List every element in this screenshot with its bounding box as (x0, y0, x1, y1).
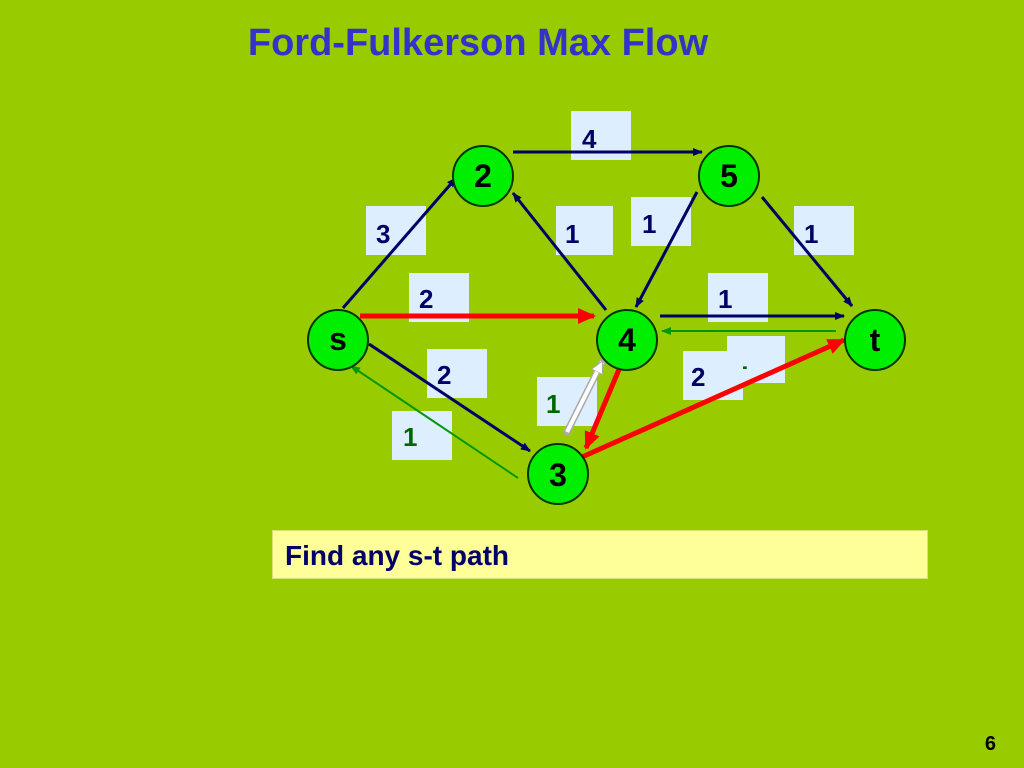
instruction-note: Find any s-t path (272, 530, 928, 579)
svg-text:1: 1 (565, 219, 579, 249)
svg-text:3: 3 (549, 457, 567, 493)
svg-text:2: 2 (437, 360, 451, 390)
svg-text:4: 4 (618, 322, 636, 358)
svg-text:1: 1 (403, 422, 417, 452)
residual-edge-3-4-inner (565, 362, 604, 433)
edge-label-4-t: 1 (708, 273, 768, 322)
svg-text:3: 3 (376, 219, 390, 249)
svg-text:1: 1 (642, 209, 656, 239)
svg-text:s: s (329, 321, 347, 357)
svg-text:t: t (870, 322, 881, 358)
augmenting-edge-4-3 (583, 366, 623, 450)
svg-text:1: 1 (718, 284, 732, 314)
svg-text:2: 2 (474, 158, 492, 194)
node-2: 2 (452, 145, 514, 207)
node-4: 4 (596, 309, 658, 371)
node-3: 3 (527, 443, 589, 505)
page-number: 6 (984, 733, 996, 755)
edge-5-4 (634, 191, 699, 308)
edge-label-4-2: 1 (556, 206, 613, 255)
node-s: s (307, 309, 369, 371)
svg-text:1: 1 (804, 219, 818, 249)
residual-edge-3-s (350, 365, 519, 479)
edge-s-2 (341, 177, 458, 309)
node-t: t (844, 309, 906, 371)
edge-label-s-3: 2 (427, 349, 487, 398)
svg-text:2: 2 (419, 284, 433, 314)
edge-label-3-s-residual: 1 (392, 411, 452, 460)
svg-text:4: 4 (582, 124, 597, 154)
slide-title: Ford-Fulkerson Max Flow (247, 22, 709, 64)
augmenting-edge-3-t (580, 337, 846, 460)
edge-label-3-t: 2 (683, 351, 743, 400)
edge-5-t (760, 196, 854, 307)
svg-text:5: 5 (720, 158, 738, 194)
edge-s-3 (368, 342, 531, 453)
svg-text:1: 1 (546, 389, 560, 419)
svg-text:2: 2 (691, 362, 705, 392)
edge-label-5-t: 1 (794, 206, 854, 255)
node-5: 5 (698, 145, 760, 207)
edge-4-2 (511, 192, 608, 311)
